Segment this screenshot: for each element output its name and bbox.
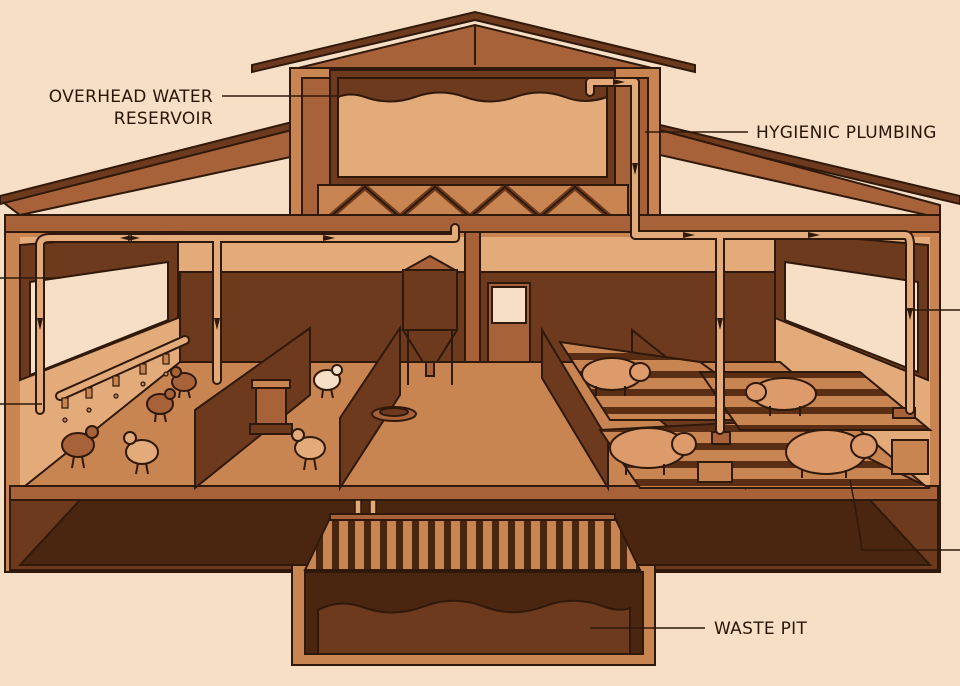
chicken-feeder — [249, 379, 417, 435]
pigs — [581, 357, 878, 478]
pig — [609, 427, 697, 475]
pig — [581, 357, 651, 396]
chicken — [291, 428, 326, 471]
chicken — [170, 366, 197, 399]
overhead-water-reservoir — [329, 69, 616, 186]
labels: OVERHEAD WATER RESERVOIR HYGIENIC PLUMBI… — [49, 87, 937, 639]
chicken — [61, 425, 99, 469]
cupola-roof — [251, 10, 696, 74]
label-reservoir-line1: OVERHEAD WATER — [49, 87, 213, 107]
chickens — [61, 364, 343, 475]
waste-pit — [291, 513, 656, 666]
pig-troughs — [697, 407, 929, 483]
label-hygienic-plumbing: HYGIENIC PLUMBING — [756, 123, 937, 143]
chicken-pen-dividers — [194, 324, 401, 492]
flow-arrows — [37, 79, 913, 330]
chicken — [313, 364, 343, 399]
label-waste-pit: WASTE PIT — [714, 619, 807, 639]
chicken — [146, 388, 176, 423]
nipple-drinkers — [61, 353, 170, 423]
hygienic-plumbing-pipes — [35, 77, 915, 529]
feed-silo — [401, 254, 459, 385]
pig — [745, 377, 817, 416]
pig — [785, 429, 878, 478]
chicken — [123, 431, 159, 475]
label-reservoir-line2: RESERVOIR — [114, 109, 213, 129]
leader-lines — [0, 95, 960, 629]
